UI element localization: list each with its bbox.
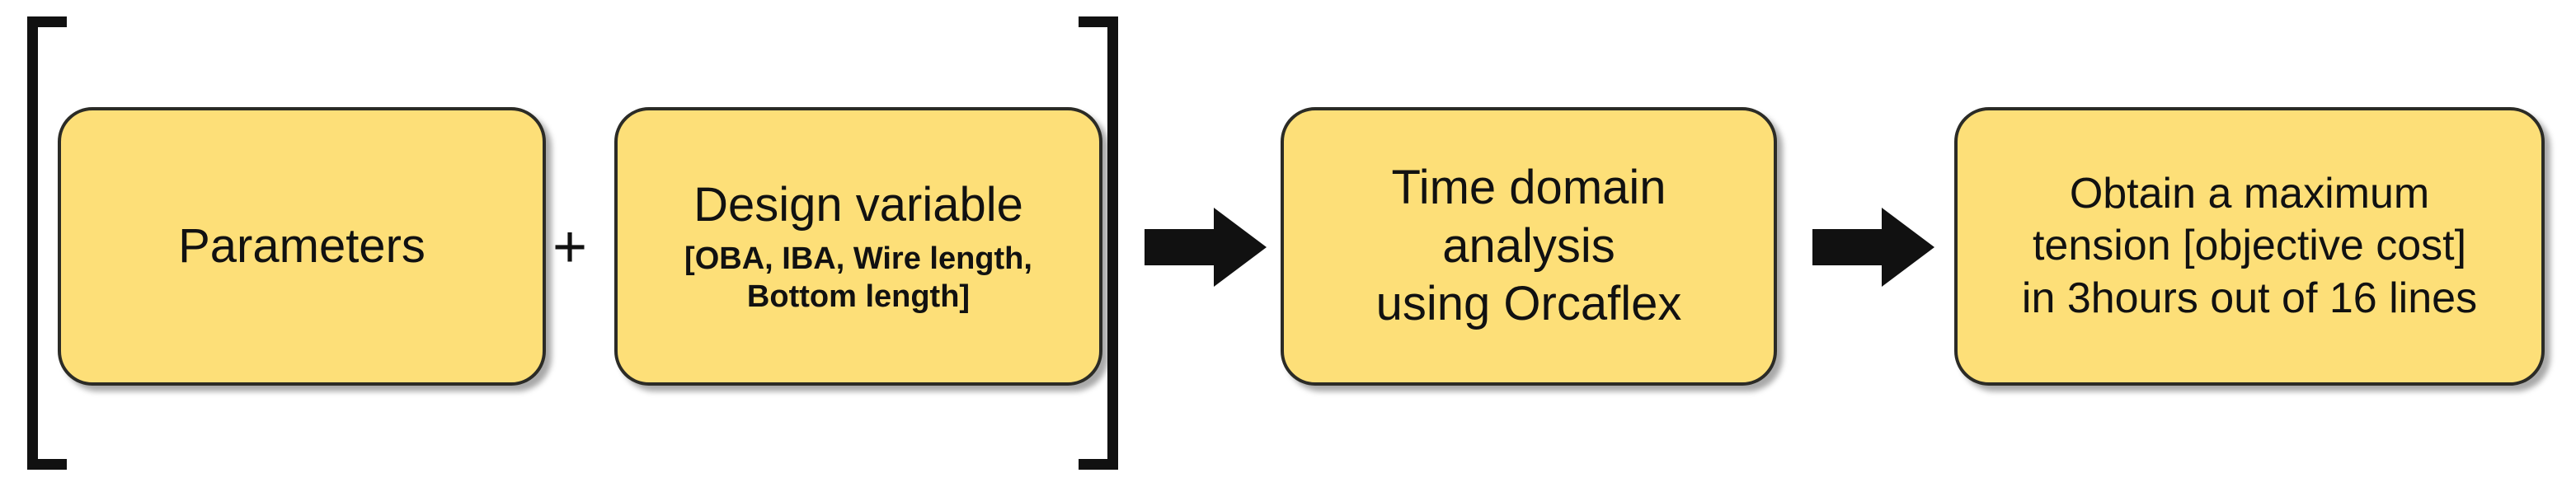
group-bracket-left [27,16,67,470]
node-time-domain-analysis-line-2: analysis [1442,218,1615,273]
plus-operator-icon: + [552,214,588,280]
node-objective-output[interactable]: Obtain a maximum tension [objective cost… [1954,107,2545,386]
right-arrow-icon-1 [1145,208,1267,287]
group-bracket-right [1079,16,1118,470]
node-time-domain-analysis[interactable]: Time domain analysis using Orcaflex [1281,107,1777,386]
node-design-variable-line-1: [OBA, IBA, Wire length, [684,241,1032,277]
node-design-variable-title: Design variable [693,178,1023,232]
node-design-variable-line-2: Bottom length] [746,279,971,315]
right-arrow-icon-2 [1812,208,1934,287]
node-parameters-line-1: Parameters [178,218,425,273]
node-objective-output-line-3: in 3hours out of 16 lines [2021,274,2478,322]
node-objective-output-line-2: tension [objective cost] [2032,222,2467,270]
node-parameters[interactable]: Parameters [58,107,546,386]
node-objective-output-line-1: Obtain a maximum [2069,169,2430,218]
node-design-variable[interactable]: Design variable [OBA, IBA, Wire length, … [614,107,1102,386]
node-time-domain-analysis-line-3: using Orcaflex [1375,277,1682,331]
node-time-domain-analysis-line-1: Time domain [1391,160,1666,214]
